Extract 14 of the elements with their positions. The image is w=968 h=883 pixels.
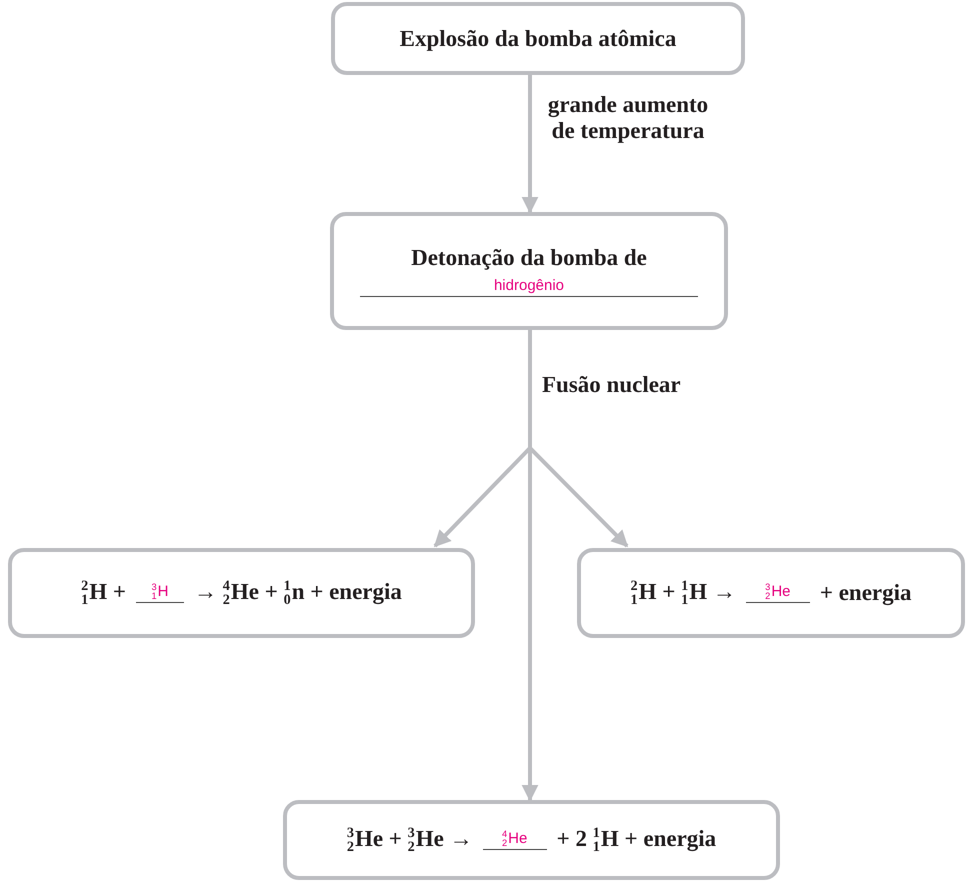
arrow [522, 75, 538, 214]
edge-label: grande aumento de temperatura [546, 92, 710, 145]
node-text: + 2 $^{1}$$_{1}$H + energia [556, 826, 716, 854]
process-box [283, 800, 780, 880]
process-box [330, 212, 728, 330]
node-text: Explosão da bomba atômica [400, 26, 676, 52]
node-text: Detonação da bomba de [411, 245, 647, 271]
process-box [331, 2, 745, 75]
process-box [8, 548, 475, 638]
node-text: + energia [820, 580, 912, 606]
node-text: → $^{4}$$_{2}$He + $^{1}$$_{0}$n + energia [194, 578, 402, 608]
annotation-text: Fusão nuclear [542, 372, 681, 398]
process-box [577, 548, 965, 638]
fill-in-answer: hidrogênio [360, 277, 698, 297]
